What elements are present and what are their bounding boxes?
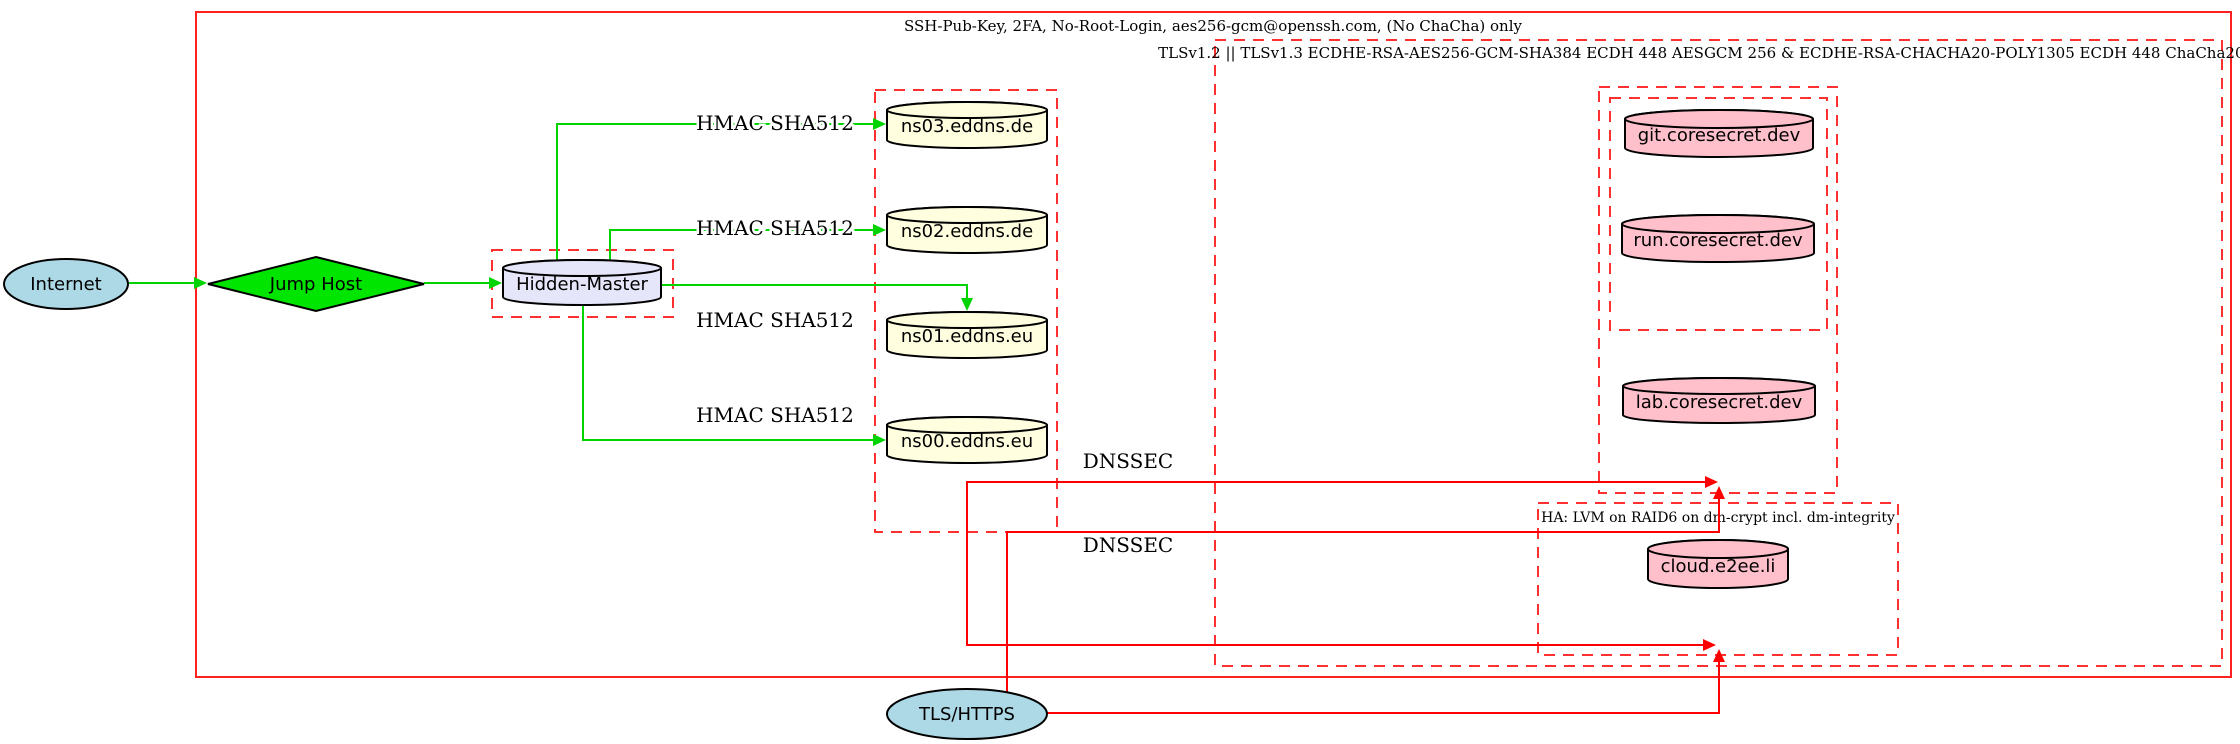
ns02-cylinder-lid	[886, 206, 1048, 224]
arrowhead	[194, 277, 207, 289]
edge-hiddenmaster-to-ns00	[582, 306, 886, 446]
lab-cylinder-lid	[1622, 377, 1816, 395]
arrowhead	[873, 224, 886, 236]
edge-line	[582, 306, 873, 441]
internet-ellipse	[3, 258, 129, 310]
edge-label-hmac-ns03: HMAC SHA512	[696, 111, 854, 135]
ns00-label: ns00.eddns.eu	[901, 431, 1033, 452]
edge-line	[609, 229, 873, 260]
arrowhead	[1703, 639, 1716, 651]
ssh-security-boundary-box	[195, 11, 2232, 678]
edge-line	[661, 284, 968, 298]
edge-internet-to-jumphost	[129, 277, 207, 289]
git-label: git.coresecret.dev	[1638, 125, 1801, 146]
edge-label-dnssec-bottom: DNSSEC	[1083, 533, 1174, 557]
lab-label: lab.coresecret.dev	[1636, 392, 1803, 413]
edge-label-hmac-ns00: HMAC SHA512	[696, 403, 854, 427]
arrowhead	[873, 434, 886, 446]
arrowhead	[1713, 486, 1725, 499]
coresecret-inner-box	[1609, 97, 1828, 331]
edge-label-dnssec-top: DNSSEC	[1083, 449, 1174, 473]
tls-policy-label: TLSv1.2 || TLSv1.3 ECDHE-RSA-AES256-GCM-…	[1158, 44, 2240, 62]
node-ns01: ns01.eddns.eu	[886, 311, 1048, 359]
node-jump-host: Jump Host	[207, 255, 425, 313]
edge-hiddenmaster-to-ns01	[661, 284, 973, 311]
node-ns03: ns03.eddns.de	[886, 101, 1048, 149]
ssh-policy-label: SSH-Pub-Key, 2FA, No-Root-Login, aes256-…	[904, 17, 1523, 35]
node-ns00: ns00.eddns.eu	[886, 416, 1048, 464]
edge-tls-to-coresecret	[1006, 486, 1725, 693]
hidden-master-label: Hidden-Master	[516, 274, 648, 295]
internet-label: Internet	[30, 274, 101, 295]
arrowhead	[1705, 476, 1718, 488]
node-hidden-master: Hidden-Master	[502, 259, 662, 306]
hidden-master-cylinder-lid	[502, 259, 662, 277]
cloud-label: cloud.e2ee.li	[1661, 556, 1776, 577]
arrowhead	[961, 298, 973, 311]
node-git: git.coresecret.dev	[1624, 109, 1814, 158]
tls-https-ellipse	[886, 688, 1048, 740]
edge-line	[1006, 499, 1720, 693]
edge-line	[966, 481, 1705, 646]
node-cloud: cloud.e2ee.li	[1647, 539, 1789, 589]
node-internet: Internet	[3, 258, 129, 310]
run-label: run.coresecret.dev	[1633, 230, 1803, 251]
run-cylinder-lid	[1621, 214, 1815, 234]
cloud-cylinder-lid	[1647, 539, 1789, 559]
edge-hiddenmaster-to-ns03	[556, 118, 886, 260]
arrowhead	[873, 118, 886, 130]
edge-jumphost-to-hiddenmaster	[424, 277, 502, 289]
edge-dnssec-to-coresecret	[966, 476, 1718, 646]
node-lab: lab.coresecret.dev	[1622, 377, 1816, 424]
ns01-label: ns01.eddns.eu	[901, 326, 1033, 347]
ns01-cylinder-lid	[886, 311, 1048, 329]
ns00-cylinder-lid	[886, 416, 1048, 434]
edge-line	[1047, 662, 1720, 714]
jump-host-diamond	[207, 255, 425, 313]
edge-dnssec-to-ha	[967, 639, 1716, 651]
node-tls-https: TLS/HTTPS	[886, 688, 1048, 740]
node-ns02: ns02.eddns.de	[886, 206, 1048, 254]
tls-https-label: TLS/HTTPS	[918, 704, 1015, 725]
arrowhead	[489, 277, 502, 289]
ns02-label: ns02.eddns.de	[901, 221, 1033, 242]
edge-hiddenmaster-to-ns02	[609, 224, 886, 260]
nameserver-cluster-box	[874, 89, 1058, 533]
edge-tls-to-ha	[1047, 649, 1725, 714]
ns03-label: ns03.eddns.de	[901, 116, 1033, 137]
ns03-cylinder-lid	[886, 101, 1048, 119]
arrowhead	[1713, 649, 1725, 662]
jump-host-label: Jump Host	[269, 274, 362, 295]
node-run: run.coresecret.dev	[1621, 214, 1815, 263]
edge-line	[556, 123, 873, 260]
edge-label-hmac-ns01: HMAC SHA512	[696, 308, 854, 332]
git-cylinder-lid	[1624, 109, 1814, 129]
edge-label-hmac-ns02: HMAC SHA512	[696, 216, 854, 240]
